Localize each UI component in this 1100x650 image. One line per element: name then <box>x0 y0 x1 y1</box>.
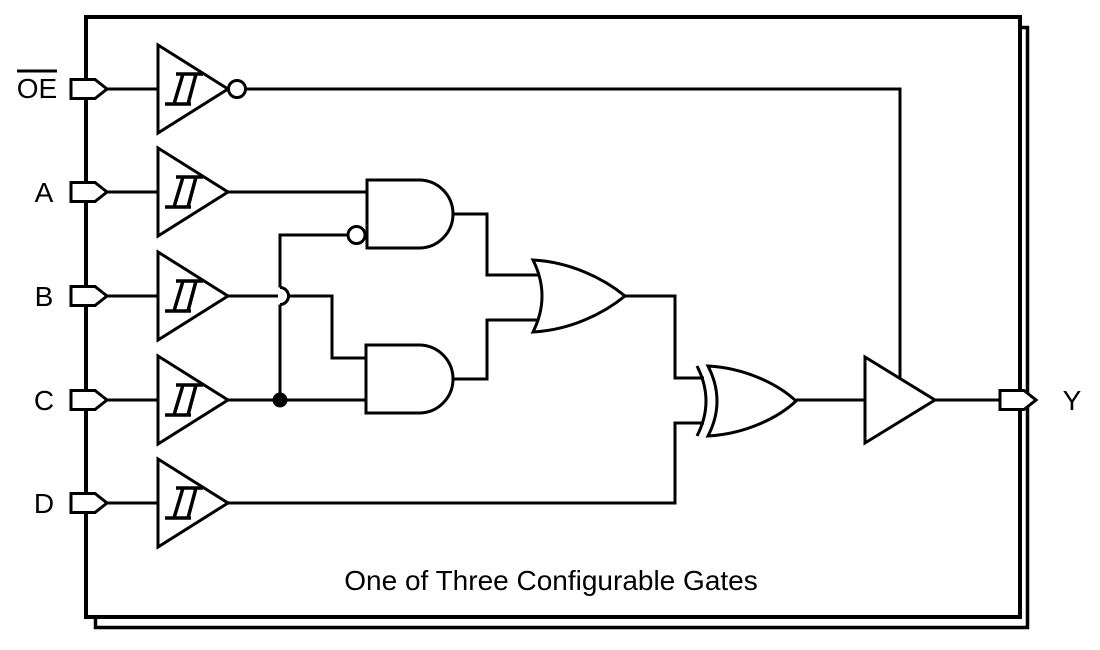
and1-to-or-wire <box>453 212 542 277</box>
b-to-and2-wire <box>288 294 366 360</box>
oe-inverter-bubble <box>227 79 247 99</box>
c-input-label: C <box>34 385 54 416</box>
y-output-label: Y <box>1063 385 1082 416</box>
a-input-label: A <box>35 177 54 208</box>
xor-gate-body <box>705 364 799 438</box>
and2-gate <box>364 343 455 415</box>
or-to-xor-wire <box>625 294 704 380</box>
d-input-label: D <box>34 488 54 519</box>
c-branch-to-and1-upper <box>278 233 348 288</box>
and1-gate-inverted-input <box>365 178 455 250</box>
and2-to-or-wire <box>453 318 542 381</box>
and1-input-inversion-bubble <box>346 225 367 245</box>
c-junction-dot <box>272 392 288 408</box>
tristate-output-buffer <box>863 354 938 446</box>
wire-hop-arc <box>279 286 290 306</box>
b-input-label: B <box>35 281 54 312</box>
oe-input-label: OE <box>17 73 57 104</box>
xor-gate-input-arc <box>695 365 708 437</box>
d-to-xor-wire <box>228 421 704 505</box>
or-gate <box>530 258 628 334</box>
oe-enable-wire <box>245 87 902 378</box>
figure-caption: One of Three Configurable Gates <box>344 565 758 596</box>
y-output-pin <box>998 389 1038 411</box>
